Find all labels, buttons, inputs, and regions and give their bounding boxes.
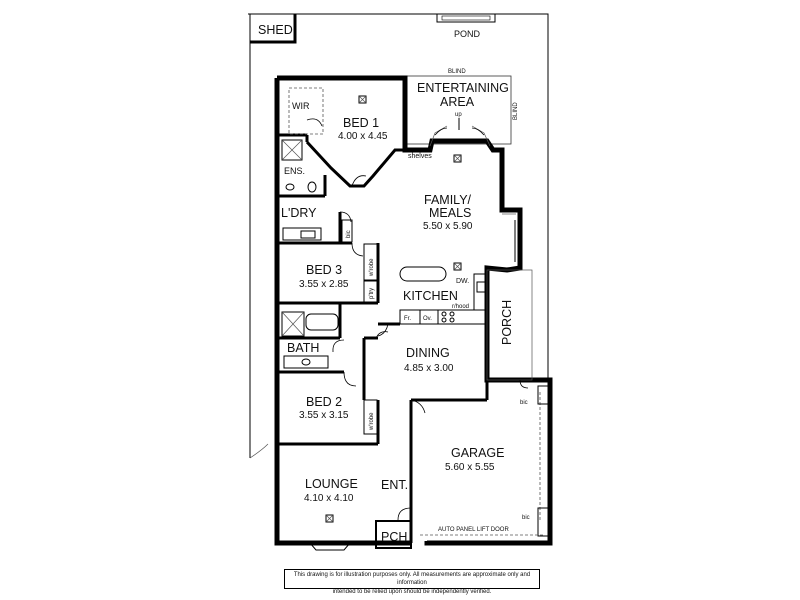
dining-dims: 4.85 x 3.00	[404, 363, 454, 374]
entertaining-label-2: AREA	[440, 95, 475, 109]
dining-zone: DINING 4.85 x 3.00	[364, 330, 489, 402]
shelves-label: shelves	[408, 153, 432, 160]
bed2-wrobe-label: w'robe	[369, 412, 375, 431]
disclaimer-box: This drawing is for illustration purpose…	[284, 569, 540, 595]
bed3-wrobe-label: w'robe	[369, 258, 375, 277]
up-label: up	[455, 112, 462, 118]
garage-dims: 5.60 x 5.55	[445, 462, 495, 473]
fridge-label: Fr.	[404, 316, 411, 322]
family-name-2: MEALS	[429, 206, 471, 220]
dishwasher-label: DW.	[456, 278, 469, 285]
bath-zone: BATH	[277, 303, 345, 374]
entertaining-label-1: ENTERTAINING	[417, 81, 509, 95]
bed2-zone: w'robe BED 2 3.55 x 3.15	[277, 338, 380, 446]
family-kitchen-zone: FAMILY/ MEALS 5.50 x 5.90 DW. shelves KI…	[375, 149, 488, 339]
bed1-name: BED 1	[343, 116, 379, 130]
entry-label: ENT.	[381, 478, 408, 492]
wir-label: WIR	[292, 101, 310, 111]
laundry-bic-label: bic	[346, 230, 352, 238]
lounge-dims: 4.10 x 4.10	[304, 493, 354, 504]
bed3-dims: 3.55 x 2.85	[299, 279, 349, 290]
bath-label: BATH	[287, 341, 319, 355]
family-dims: 5.50 x 5.90	[423, 221, 473, 232]
lounge-name: LOUNGE	[305, 477, 358, 491]
entry-zone: ENT. PCH	[375, 398, 426, 549]
disclaimer-line-1: This drawing is for illustration purpose…	[293, 572, 531, 586]
pond-label: POND	[454, 29, 481, 39]
blind-top-label: BLIND	[448, 69, 466, 75]
bed2-name: BED 2	[306, 395, 342, 409]
garage-door-label: AUTO PANEL LIFT DOOR	[438, 527, 509, 533]
garage-name: GARAGE	[451, 446, 505, 460]
garage-bic-top-label: bic	[520, 400, 528, 406]
dining-name: DINING	[406, 346, 450, 360]
bed3-zone: w'robe p'try BED 3 3.55 x 2.85	[277, 242, 380, 305]
entertaining-area: BLIND BLIND ENTERTAINING AREA up	[404, 69, 519, 145]
laundry-label: L'DRY	[281, 206, 317, 220]
bed1-dims: 4.00 x 4.45	[338, 131, 388, 142]
family-name-1: FAMILY/	[424, 193, 472, 207]
property-boundary	[248, 13, 549, 459]
porch-zone: PORCH	[486, 269, 533, 389]
bed1-zone: WIR ENS. BED 1 4.00 x 4.45	[277, 78, 405, 198]
ens-label: ENS.	[284, 166, 305, 176]
garage-bic-bottom-label: bic	[522, 515, 530, 521]
oven-label: Ov.	[423, 316, 432, 322]
disclaimer-line-2: intended to be relied upon should be ind…	[332, 589, 492, 595]
bay-window	[402, 88, 519, 262]
blind-side-label: BLIND	[513, 102, 519, 120]
shed-label: SHED	[258, 23, 293, 37]
garage-zone: bic bic GARAGE 5.60 x 5.55 AUTO PANEL LI…	[420, 385, 549, 537]
bed3-name: BED 3	[306, 263, 342, 277]
porch-label: PORCH	[500, 300, 514, 345]
pond: POND	[436, 13, 496, 39]
kitchen-name: KITCHEN	[403, 289, 458, 303]
laundry-zone: L'DRY bic	[277, 206, 353, 245]
shed: SHED	[250, 14, 297, 44]
pantry-label: p'try	[369, 288, 375, 299]
lounge-zone: LOUNGE 4.10 x 4.10	[278, 460, 358, 551]
porch-small-label: PCH	[381, 530, 407, 544]
bed2-dims: 3.55 x 3.15	[299, 410, 349, 421]
rangehood-label: r/hood	[452, 304, 469, 310]
